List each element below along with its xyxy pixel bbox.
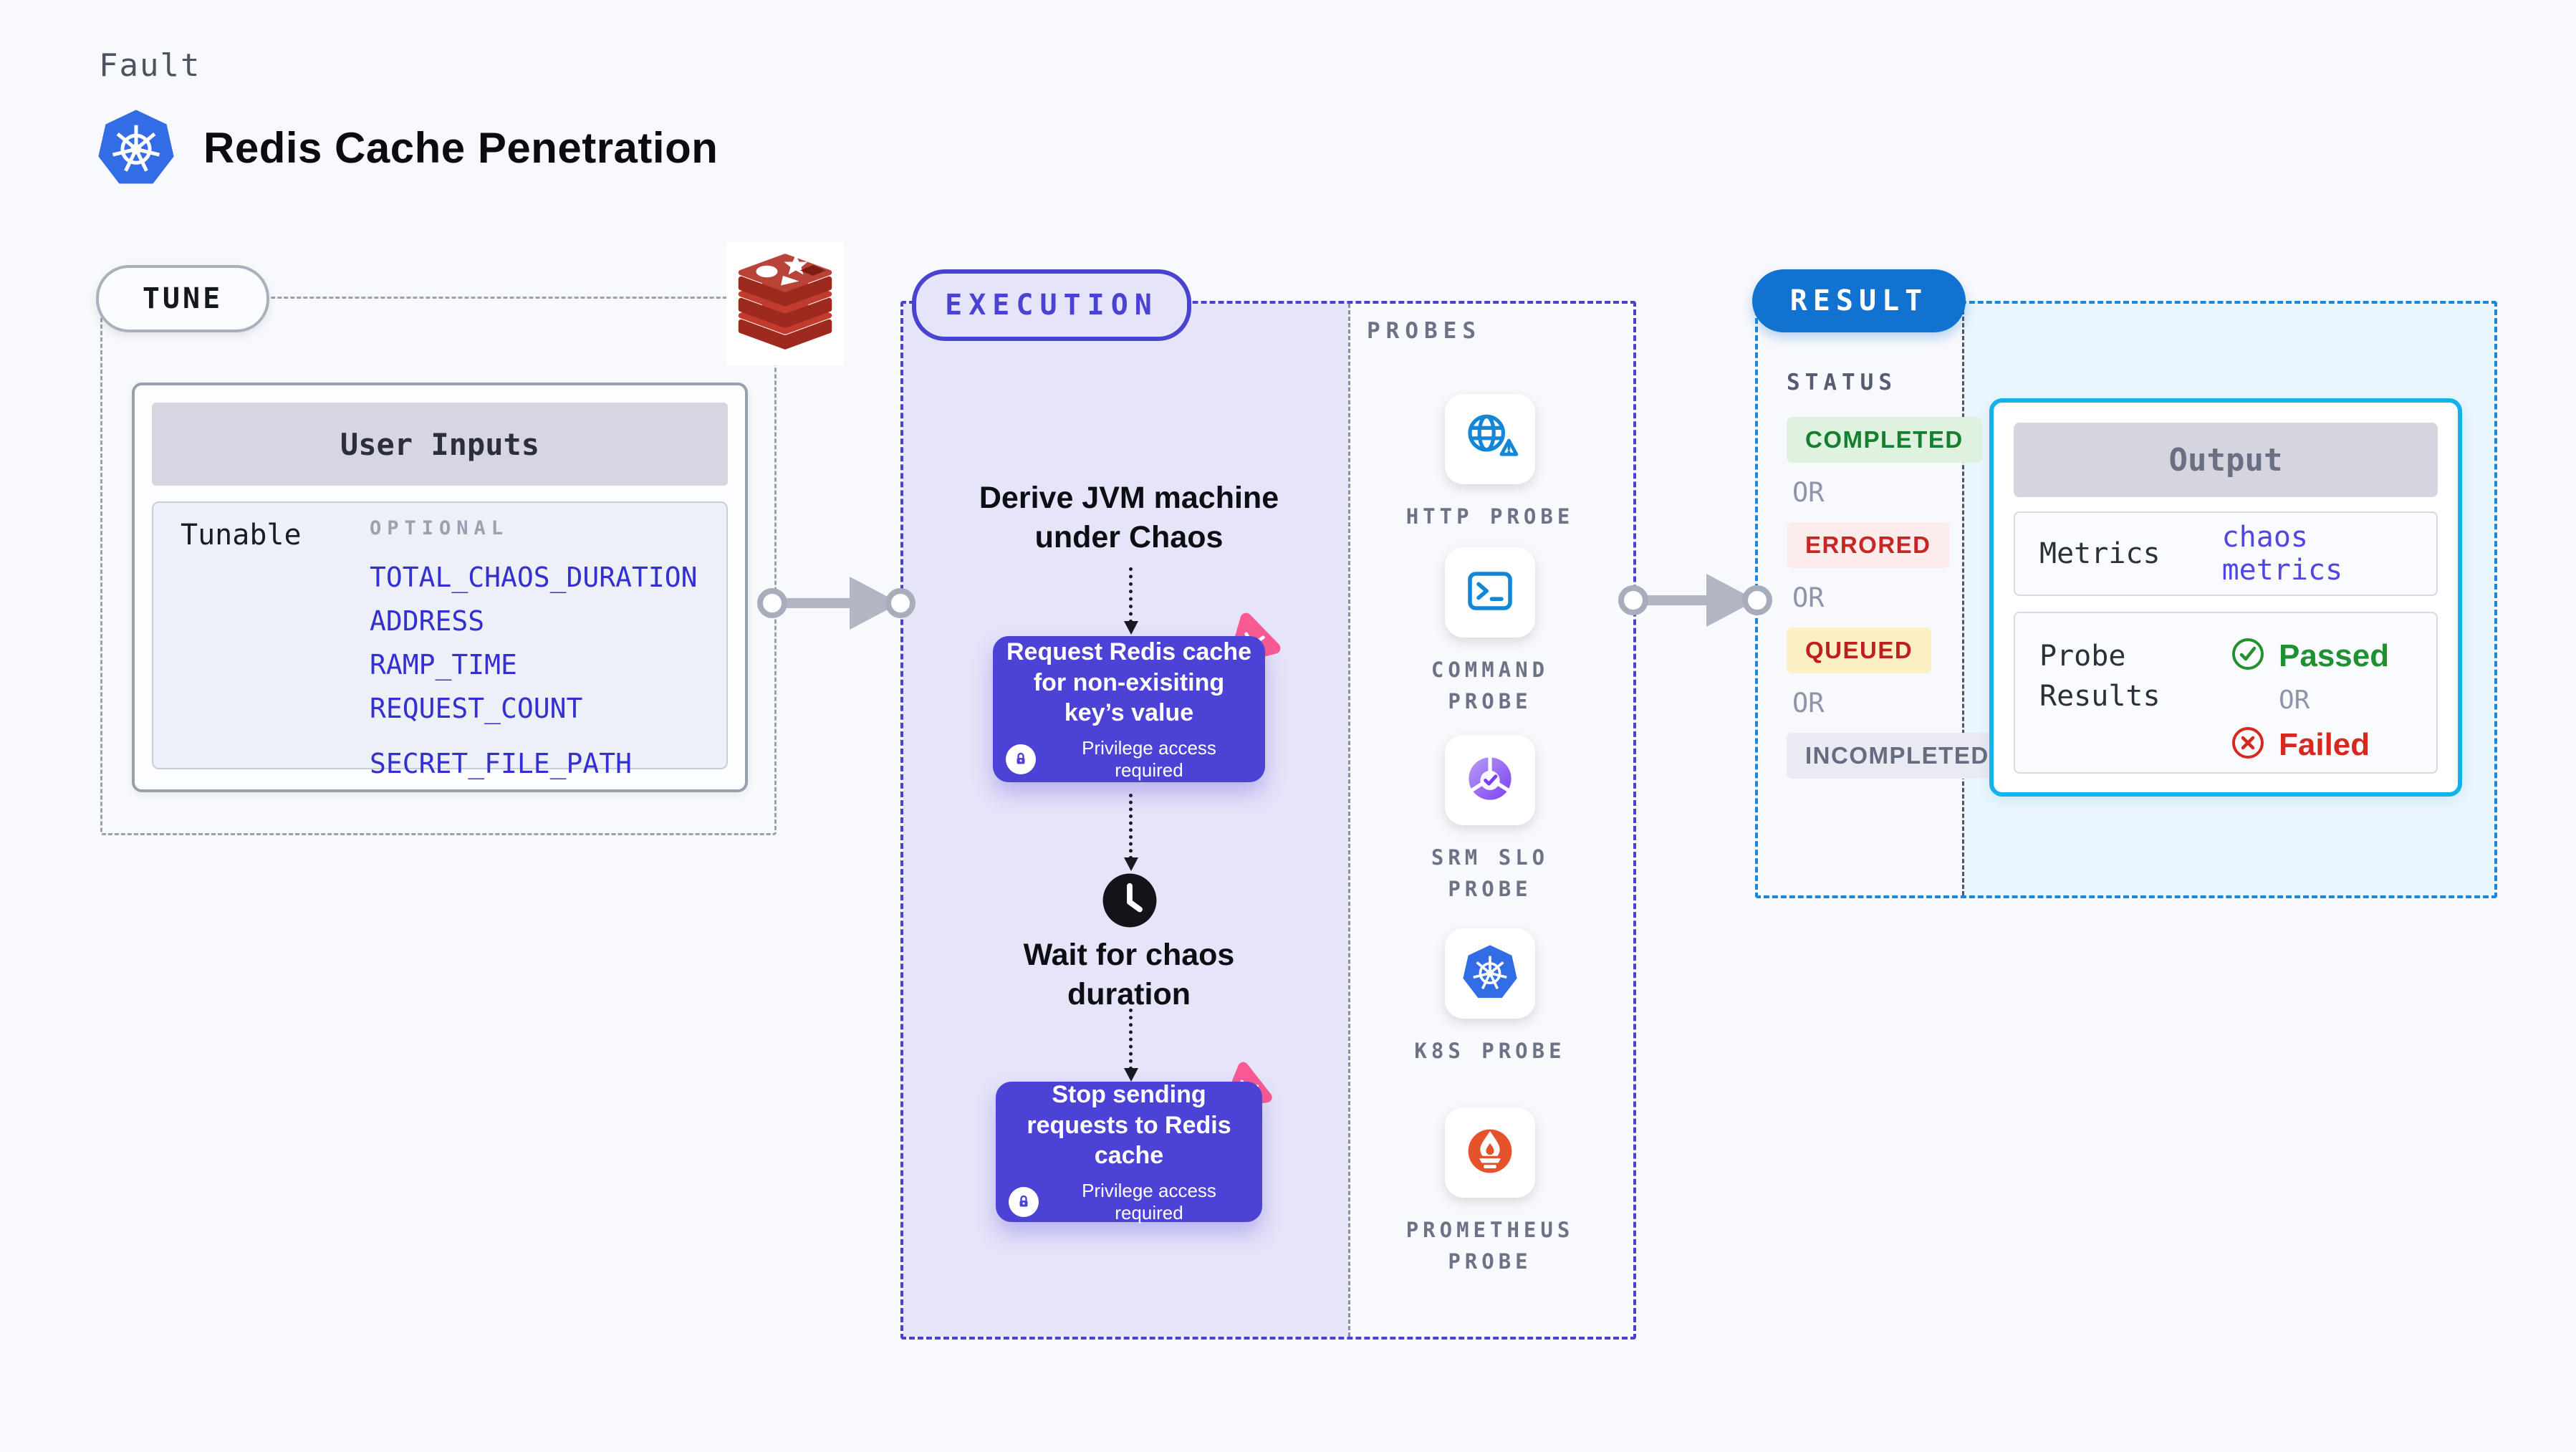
probe-item-http[interactable]: HTTP PROBE [1383, 394, 1597, 533]
arrow-end-dot [885, 588, 915, 618]
probe-item-k8s[interactable]: K8S PROBE [1383, 928, 1597, 1067]
output-title: Output [2014, 423, 2438, 497]
user-inputs-title: User Inputs [152, 403, 728, 486]
or-label: OR [2279, 686, 2310, 715]
privilege-note-text: Privilege access required [1082, 737, 1216, 782]
check-circle-icon [2230, 636, 2266, 675]
arrow-start-dot [1618, 585, 1648, 615]
kubernetes-icon [96, 106, 176, 189]
lock-icon [1009, 1187, 1039, 1218]
metrics-row: Metrics chaos metrics [2014, 511, 2438, 596]
probes-section-label: PROBES [1367, 318, 1481, 344]
probe-name: SRM SLO PROBE [1431, 845, 1549, 901]
x-circle-icon [2230, 725, 2266, 764]
failed-label: Failed [2279, 726, 2370, 762]
variable-link[interactable]: SECRET_FILE_PATH [370, 748, 633, 779]
arrow-start-dot [757, 588, 787, 618]
flow-connector [1124, 794, 1138, 871]
step-derive-jvm-heading: Derive JVM machine under Chaos [979, 481, 1279, 554]
probe-item-prometheus[interactable]: PROMETHEUS PROBE [1383, 1107, 1597, 1277]
terminal-icon [1461, 562, 1519, 623]
redis-icon [726, 242, 844, 365]
result-section-label: RESULT [1752, 269, 1966, 332]
status-column: COMPLETED OR ERRORED OR QUEUED OR INCOMP… [1787, 417, 2008, 779]
arrow-line [1633, 595, 1716, 605]
prometheus-flame-icon [1461, 1122, 1519, 1183]
or-label: OR [1792, 477, 1825, 508]
passed-label: Passed [2279, 638, 2390, 673]
chaos-metrics-link[interactable]: chaos metrics [2221, 521, 2343, 587]
globe-alert-icon [1461, 409, 1519, 470]
optional-group-label: OPTIONAL [370, 517, 509, 539]
step-request-redis-label: Request Redis cache for non-exisiting ke… [1006, 638, 1252, 727]
flow-connector-arrowhead [1124, 857, 1138, 871]
status-badge-queued: QUEUED [1787, 628, 1932, 673]
privilege-note-row: Privilege access required [1006, 737, 1252, 782]
status-badge-completed: COMPLETED [1787, 417, 1982, 463]
execution-section-label: EXECUTION [912, 269, 1191, 341]
status-column-label: STATUS [1787, 370, 1897, 395]
status-badge-errored: ERRORED [1787, 522, 1950, 568]
probe-card [1445, 735, 1535, 825]
step-wait-heading: Wait for chaos duration [1023, 938, 1235, 1011]
probe-card [1445, 928, 1535, 1019]
tune-section-box [100, 297, 777, 835]
probe-name: PROMETHEUS PROBE [1405, 1218, 1575, 1274]
status-badge-incompleted: INCOMPLETED [1787, 733, 2008, 779]
probe-item-command[interactable]: COMMAND PROBE [1383, 547, 1597, 717]
probe-name: K8S PROBE [1414, 1039, 1566, 1063]
user-inputs-card: User Inputs Tunable OPTIONAL TOTAL_CHAOS… [132, 383, 748, 792]
variable-link[interactable]: ADDRESS [370, 605, 485, 637]
probe-card [1445, 394, 1535, 484]
metrics-label: Metrics [2039, 537, 2161, 570]
or-label: OR [1792, 688, 1825, 718]
probe-results-values: Passed OR Failed [2230, 636, 2389, 762]
execution-probes-divider [1348, 304, 1350, 1337]
variable-link[interactable]: RAMP_TIME [370, 649, 517, 681]
probe-card [1445, 1107, 1535, 1198]
privilege-note-text: Privilege access required [1082, 1180, 1216, 1224]
privilege-note-row: Privilege access required [1009, 1180, 1249, 1224]
step-request-redis-box[interactable]: Request Redis cache for non-exisiting ke… [993, 636, 1265, 782]
flow-connector-arrowhead [1124, 621, 1138, 635]
tunable-label: Tunable [181, 519, 302, 552]
tune-section-label: TUNE [96, 265, 269, 332]
passed-line: Passed [2230, 636, 2389, 675]
lock-icon [1006, 744, 1036, 775]
kubernetes-icon [1461, 943, 1519, 1004]
flow-connector-arrowhead [1124, 1068, 1138, 1082]
result-status-divider [1962, 304, 1964, 895]
step-stop-requests-box[interactable]: Stop sending requests to Redis cache Pri… [996, 1080, 1262, 1224]
arrow-line [772, 598, 858, 608]
arrow-end-dot [1742, 585, 1772, 615]
variable-link[interactable]: REQUEST_COUNT [370, 693, 583, 724]
probe-results-label: Probe Results [2039, 640, 2161, 713]
probe-item-srm-slo[interactable]: SRM SLO PROBE [1383, 735, 1597, 905]
probe-card [1445, 547, 1535, 638]
fault-eyebrow-label: Fault [99, 47, 201, 84]
step-stop-requests-label: Stop sending requests to Redis cache [1027, 1080, 1231, 1170]
slo-donut-icon [1461, 750, 1519, 811]
probe-name: HTTP PROBE [1405, 504, 1575, 529]
flow-connector [1124, 1009, 1138, 1082]
or-label: OR [1792, 582, 1825, 613]
failed-line: Failed [2230, 725, 2389, 764]
page-title: Redis Cache Penetration [203, 123, 719, 172]
user-inputs-panel: Tunable OPTIONAL TOTAL_CHAOS_DURATION AD… [152, 501, 728, 779]
tunable-variable-list: TOTAL_CHAOS_DURATION ADDRESS RAMP_TIME R… [370, 562, 698, 779]
output-card: Output Metrics chaos metrics Probe Resul… [1989, 398, 2462, 797]
page-title-row: Redis Cache Penetration [96, 106, 718, 189]
probe-name: COMMAND PROBE [1431, 658, 1549, 713]
clock-icon [1102, 872, 1158, 928]
flow-connector [1124, 567, 1138, 635]
variable-link[interactable]: TOTAL_CHAOS_DURATION [370, 562, 698, 593]
probe-results-row: Probe Results Passed OR [2014, 612, 2438, 774]
